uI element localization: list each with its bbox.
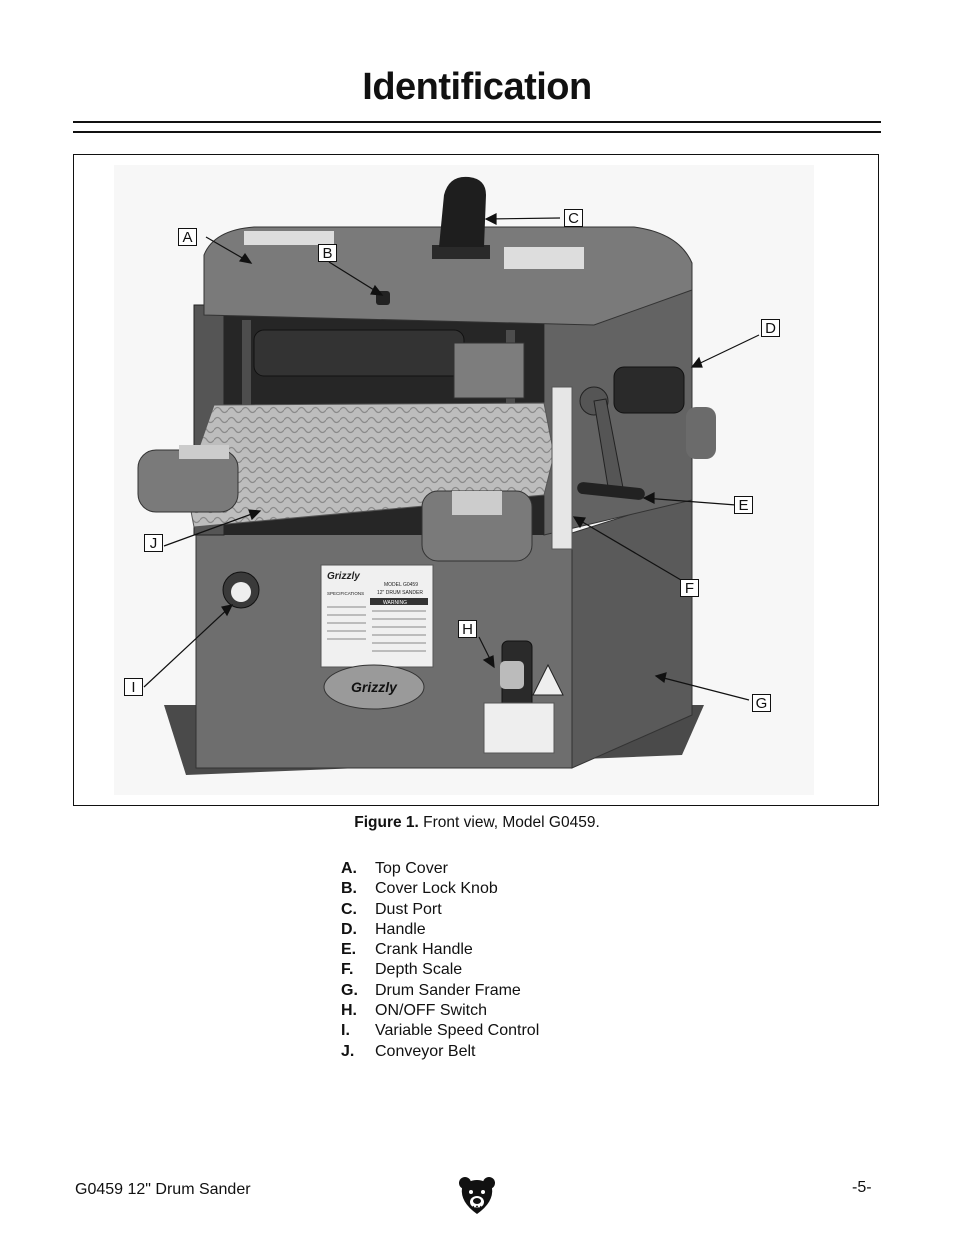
list-item: J. Conveyor Belt — [341, 1042, 539, 1062]
callout-c: C — [564, 209, 583, 227]
machine-label-specs: SPECIFICATIONS — [327, 591, 364, 596]
list-item: B. Cover Lock Knob — [341, 879, 539, 899]
part-letter: J. — [341, 1042, 355, 1060]
footer-model: G0459 12" Drum Sander — [75, 1181, 251, 1198]
part-name: Conveyor Belt — [375, 1042, 476, 1060]
callout-a: A — [178, 228, 197, 246]
title-rule-bottom — [73, 131, 881, 133]
nameplate — [323, 664, 425, 710]
part-name: Crank Handle — [375, 941, 473, 959]
part-letter: B. — [341, 880, 357, 898]
part-letter: D. — [341, 920, 357, 938]
callout-b: B — [318, 244, 337, 262]
nameplate-brand: Grizzly — [351, 679, 398, 695]
callout-i: I — [124, 678, 143, 696]
list-item: I. Variable Speed Control — [341, 1021, 539, 1041]
part-name: Depth Scale — [375, 961, 463, 979]
part-name: Drum Sander Frame — [375, 981, 521, 999]
list-item: E. Crank Handle — [341, 940, 539, 960]
callout-g: G — [752, 694, 771, 712]
page-title: Identification — [362, 66, 592, 108]
part-name: Dust Port — [375, 900, 442, 918]
part-letter: H. — [341, 1002, 357, 1020]
part-letter: A. — [341, 860, 357, 877]
part-letter: F. — [341, 961, 354, 979]
figure-frame: Grizzly MODEL G0459 12" DRUM SANDER SPEC… — [73, 154, 879, 806]
title-rule-top — [73, 121, 881, 123]
part-name: ON/OFF Switch — [375, 1002, 488, 1020]
machine-label-model2: 12" DRUM SANDER — [377, 590, 423, 596]
part-name: Handle — [375, 920, 426, 938]
list-item: A. Top Cover — [341, 859, 539, 879]
part-name: Cover Lock Knob — [375, 880, 498, 898]
machine-label-warning: WARNING — [383, 600, 407, 606]
part-letter: G. — [341, 981, 358, 999]
side-handle — [613, 366, 685, 414]
list-item: H. ON/OFF Switch — [341, 1001, 539, 1021]
callout-h: H — [458, 620, 477, 638]
part-letter: E. — [341, 941, 357, 959]
callout-f: F — [680, 579, 699, 597]
part-name: Top Cover — [375, 860, 448, 877]
depth-scale — [551, 386, 573, 550]
figure-caption-label: Figure 1. — [354, 814, 419, 831]
bear-logo-icon — [459, 1177, 495, 1214]
part-name: Variable Speed Control — [375, 1022, 540, 1040]
list-item: G. Drum Sander Frame — [341, 981, 539, 1001]
part-letter: I. — [341, 1022, 350, 1040]
machine-label-model: MODEL G0459 — [384, 582, 418, 588]
dust-port — [439, 176, 486, 247]
list-item: D. Handle — [341, 920, 539, 940]
machine-label — [320, 564, 434, 668]
drum-sander-illustration: Grizzly MODEL G0459 12" DRUM SANDER SPEC… — [114, 165, 814, 795]
page-number: -5- — [852, 1179, 872, 1196]
figure-caption: Figure 1. Front view, Model G0459. — [0, 814, 954, 832]
list-item: F. Depth Scale — [341, 960, 539, 980]
figure-caption-text: Front view, Model G0459. — [418, 814, 600, 831]
machine-label-brand: Grizzly — [327, 571, 360, 582]
parts-list: A. Top Cover B. Cover Lock Knob C. Dust Por… — [341, 859, 539, 1062]
callout-e: E — [734, 496, 753, 514]
part-letter: C. — [341, 900, 357, 918]
callout-j: J — [144, 534, 163, 552]
callout-d: D — [761, 319, 780, 337]
list-item: C. Dust Port — [341, 900, 539, 920]
